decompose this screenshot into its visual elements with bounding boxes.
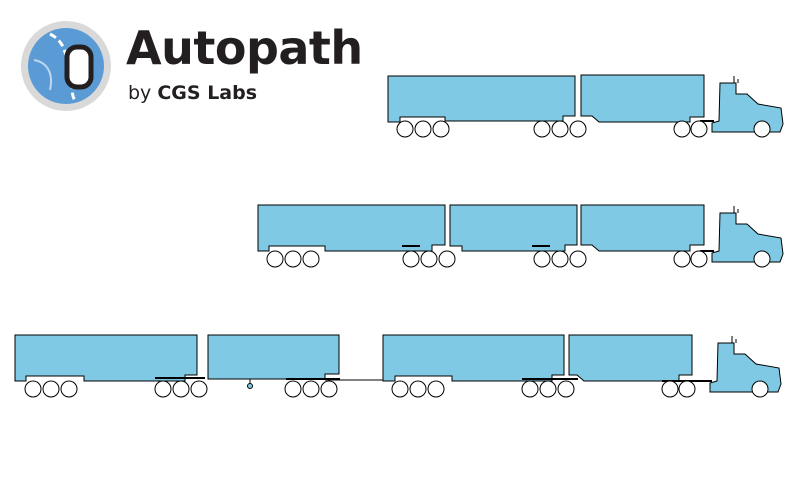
autopath-logo-icon (21, 21, 111, 111)
trailer (207, 334, 340, 380)
brand-by: by (128, 82, 152, 104)
truck-tractor (700, 76, 784, 133)
truck-tractor (402, 206, 784, 263)
wheel-group (24, 380, 769, 398)
truck-row-1 (387, 74, 784, 138)
wheel-group (396, 120, 771, 138)
trailer (257, 204, 446, 252)
trailer (568, 334, 693, 382)
trailer (387, 75, 576, 123)
trailer (449, 204, 578, 252)
truck-row-2 (257, 204, 784, 268)
trailer (14, 334, 198, 382)
trailer (382, 334, 565, 382)
brand-subtitle: by CGS Labs (128, 80, 257, 106)
trailer (580, 74, 705, 123)
wheel-group (266, 250, 771, 268)
dolly-and-drawbars (155, 377, 578, 389)
truck-row-3 (14, 334, 782, 398)
trailer (580, 204, 705, 252)
brand-title: Autopath (126, 21, 363, 75)
brand-company: CGS Labs (157, 82, 258, 104)
